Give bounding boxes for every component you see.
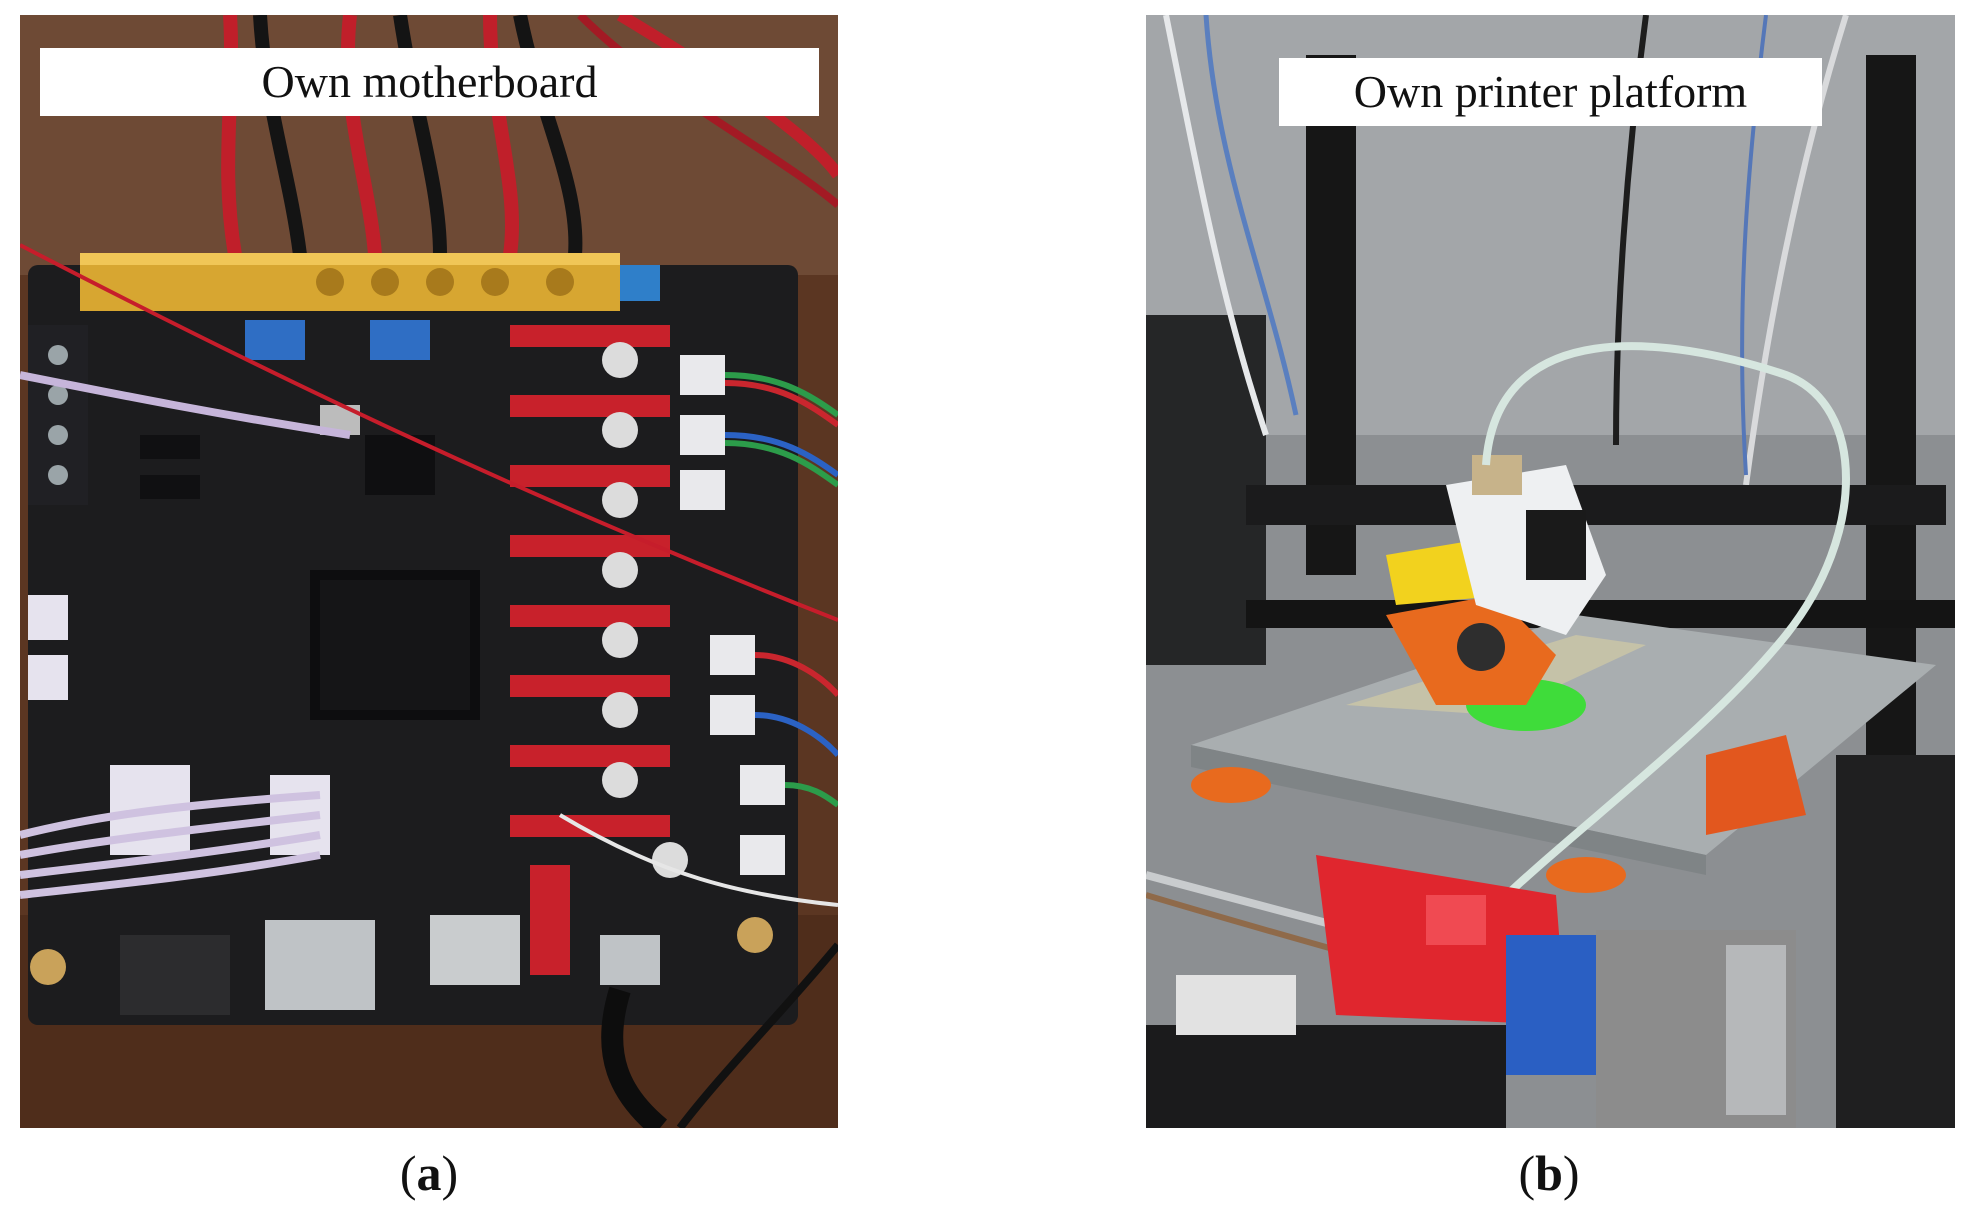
caption-b-open: ( [1518,1145,1536,1201]
caption-a-open: ( [399,1145,417,1201]
motherboard-illustration [20,15,838,1128]
caption-b-close: ) [1562,1145,1580,1201]
caption-a-close: ) [441,1145,459,1201]
caption-a-letter: a [416,1145,442,1201]
printer-illustration [1146,15,1955,1128]
caption-a: (a) [369,1148,489,1198]
caption-b: (b) [1489,1148,1609,1198]
motherboard-label: Own motherboard [40,48,819,116]
caption-b-letter: b [1535,1145,1563,1201]
printer-platform-label: Own printer platform [1279,58,1822,126]
motherboard-photo: Own motherboard [20,15,838,1128]
printer-platform-photo: Own printer platform [1146,15,1955,1128]
